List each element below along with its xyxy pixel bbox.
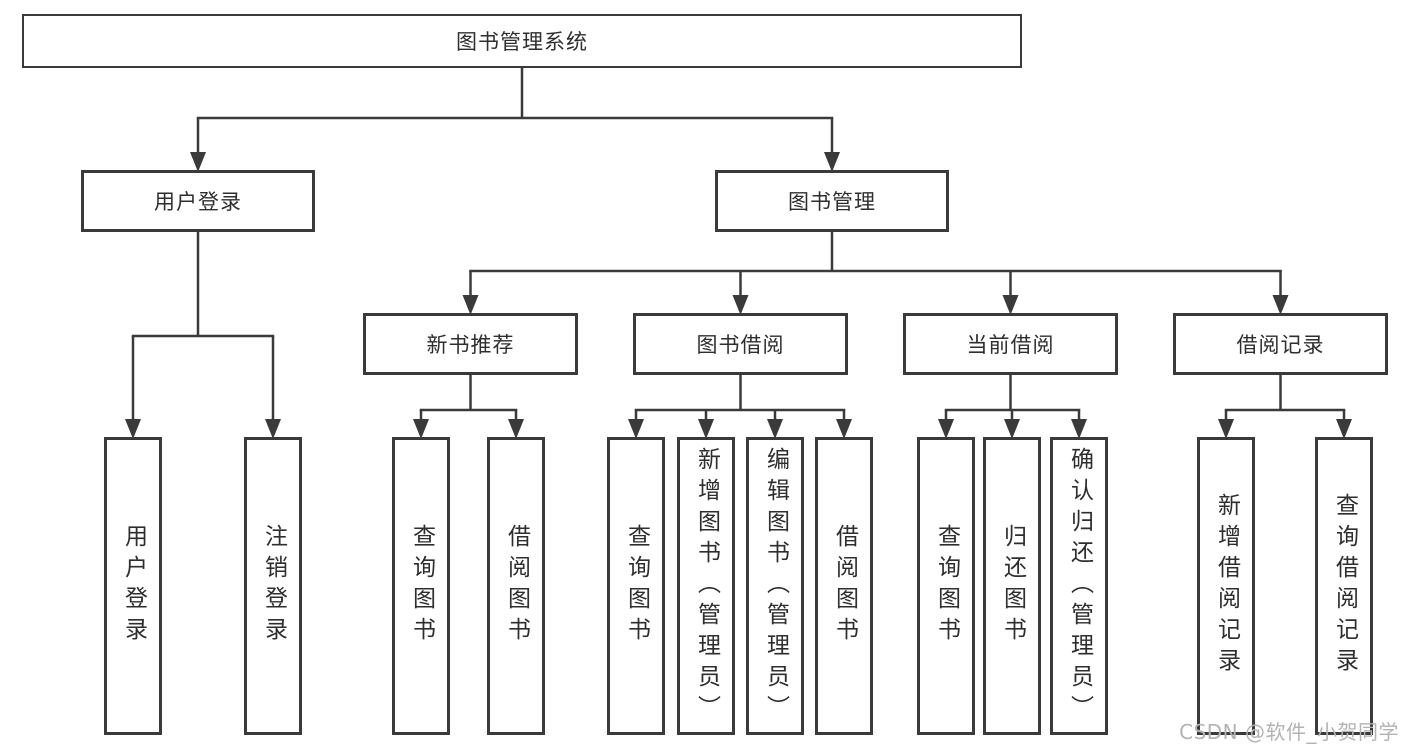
node-new-book-recommendation: 新书推荐 bbox=[363, 313, 578, 375]
node-current-borrowing: 当前借阅 bbox=[903, 313, 1118, 375]
node-label: 图书借阅 bbox=[696, 333, 785, 357]
leaf-borrowing-borrow-books: 借阅图书 bbox=[815, 437, 873, 735]
node-label: 新增图书（管理员） bbox=[693, 446, 720, 726]
leaf-current-confirm-return-admin: 确认归还（管理员） bbox=[1050, 437, 1108, 735]
node-library-management-system: 图书管理系统 bbox=[22, 14, 1022, 68]
node-label: 用户登录 bbox=[120, 524, 147, 648]
node-label: 借阅图书 bbox=[503, 524, 530, 648]
node-label: 用户登录 bbox=[154, 190, 242, 214]
node-label: 查询借阅记录 bbox=[1331, 493, 1358, 679]
node-label: 借阅记录 bbox=[1236, 333, 1325, 357]
watermark-csdn: CSDN @软件_小贺同学 bbox=[1179, 720, 1399, 744]
node-label: 新书推荐 bbox=[426, 333, 515, 357]
leaf-records-query-borrow-record: 查询借阅记录 bbox=[1315, 437, 1373, 735]
leaf-borrowing-edit-books-admin: 编辑图书（管理员） bbox=[746, 437, 804, 735]
leaf-recommend-borrow-books: 借阅图书 bbox=[487, 437, 545, 735]
node-label: 确认归还（管理员） bbox=[1066, 446, 1093, 726]
node-user-login: 用户登录 bbox=[81, 170, 315, 232]
leaf-logout: 注销登录 bbox=[244, 437, 302, 735]
node-label: 图书管理系统 bbox=[456, 30, 588, 54]
node-label: 查询图书 bbox=[933, 524, 960, 648]
leaf-current-return-books: 归还图书 bbox=[983, 437, 1041, 735]
node-label: 查询图书 bbox=[408, 524, 435, 648]
leaf-borrowing-add-books-admin: 新增图书（管理员） bbox=[677, 437, 735, 735]
node-label: 当前借阅 bbox=[966, 333, 1055, 357]
leaf-user-login: 用户登录 bbox=[104, 437, 162, 735]
node-label: 编辑图书（管理员） bbox=[762, 446, 789, 726]
node-label: 查询图书 bbox=[623, 524, 650, 648]
node-label: 借阅图书 bbox=[831, 524, 858, 648]
node-label: 图书管理 bbox=[788, 190, 876, 214]
leaf-recommend-query-books: 查询图书 bbox=[392, 437, 450, 735]
node-borrowing-records: 借阅记录 bbox=[1173, 313, 1388, 375]
leaf-current-query-books: 查询图书 bbox=[917, 437, 975, 735]
leaf-borrowing-query-books: 查询图书 bbox=[607, 437, 665, 735]
node-label: 归还图书 bbox=[999, 524, 1026, 648]
node-label: 新增借阅记录 bbox=[1213, 493, 1240, 679]
leaf-records-add-borrow-record: 新增借阅记录 bbox=[1197, 437, 1255, 735]
node-book-borrowing: 图书借阅 bbox=[633, 313, 848, 375]
node-label: 注销登录 bbox=[260, 524, 287, 648]
node-book-management: 图书管理 bbox=[715, 170, 949, 232]
